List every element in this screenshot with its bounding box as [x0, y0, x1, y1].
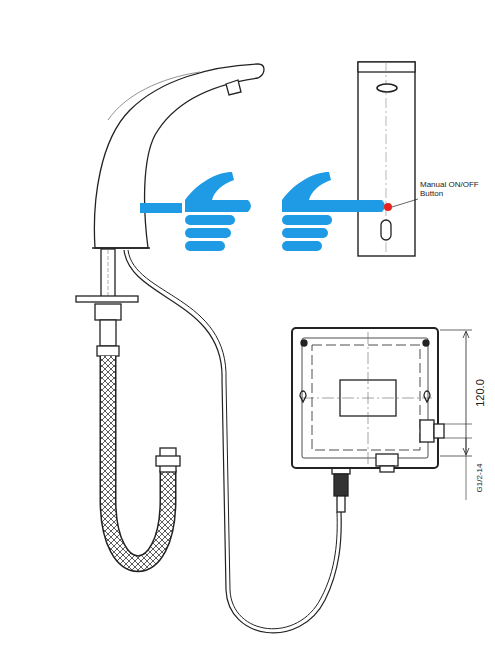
- hose-fitting: [156, 456, 180, 466]
- hand-icon: [140, 172, 385, 251]
- faucet-front-view: [358, 62, 415, 256]
- thread-label: G1/2-14: [475, 462, 484, 495]
- mounting-flange: [76, 296, 138, 302]
- leader-line: [392, 199, 418, 207]
- control-box: [292, 328, 438, 468]
- spout-body: [94, 64, 264, 248]
- dimension-label: 120.0: [474, 377, 487, 409]
- button-label: Manual ON/OFF Button: [420, 180, 490, 198]
- on-off-button: [384, 203, 392, 211]
- nut: [95, 304, 121, 320]
